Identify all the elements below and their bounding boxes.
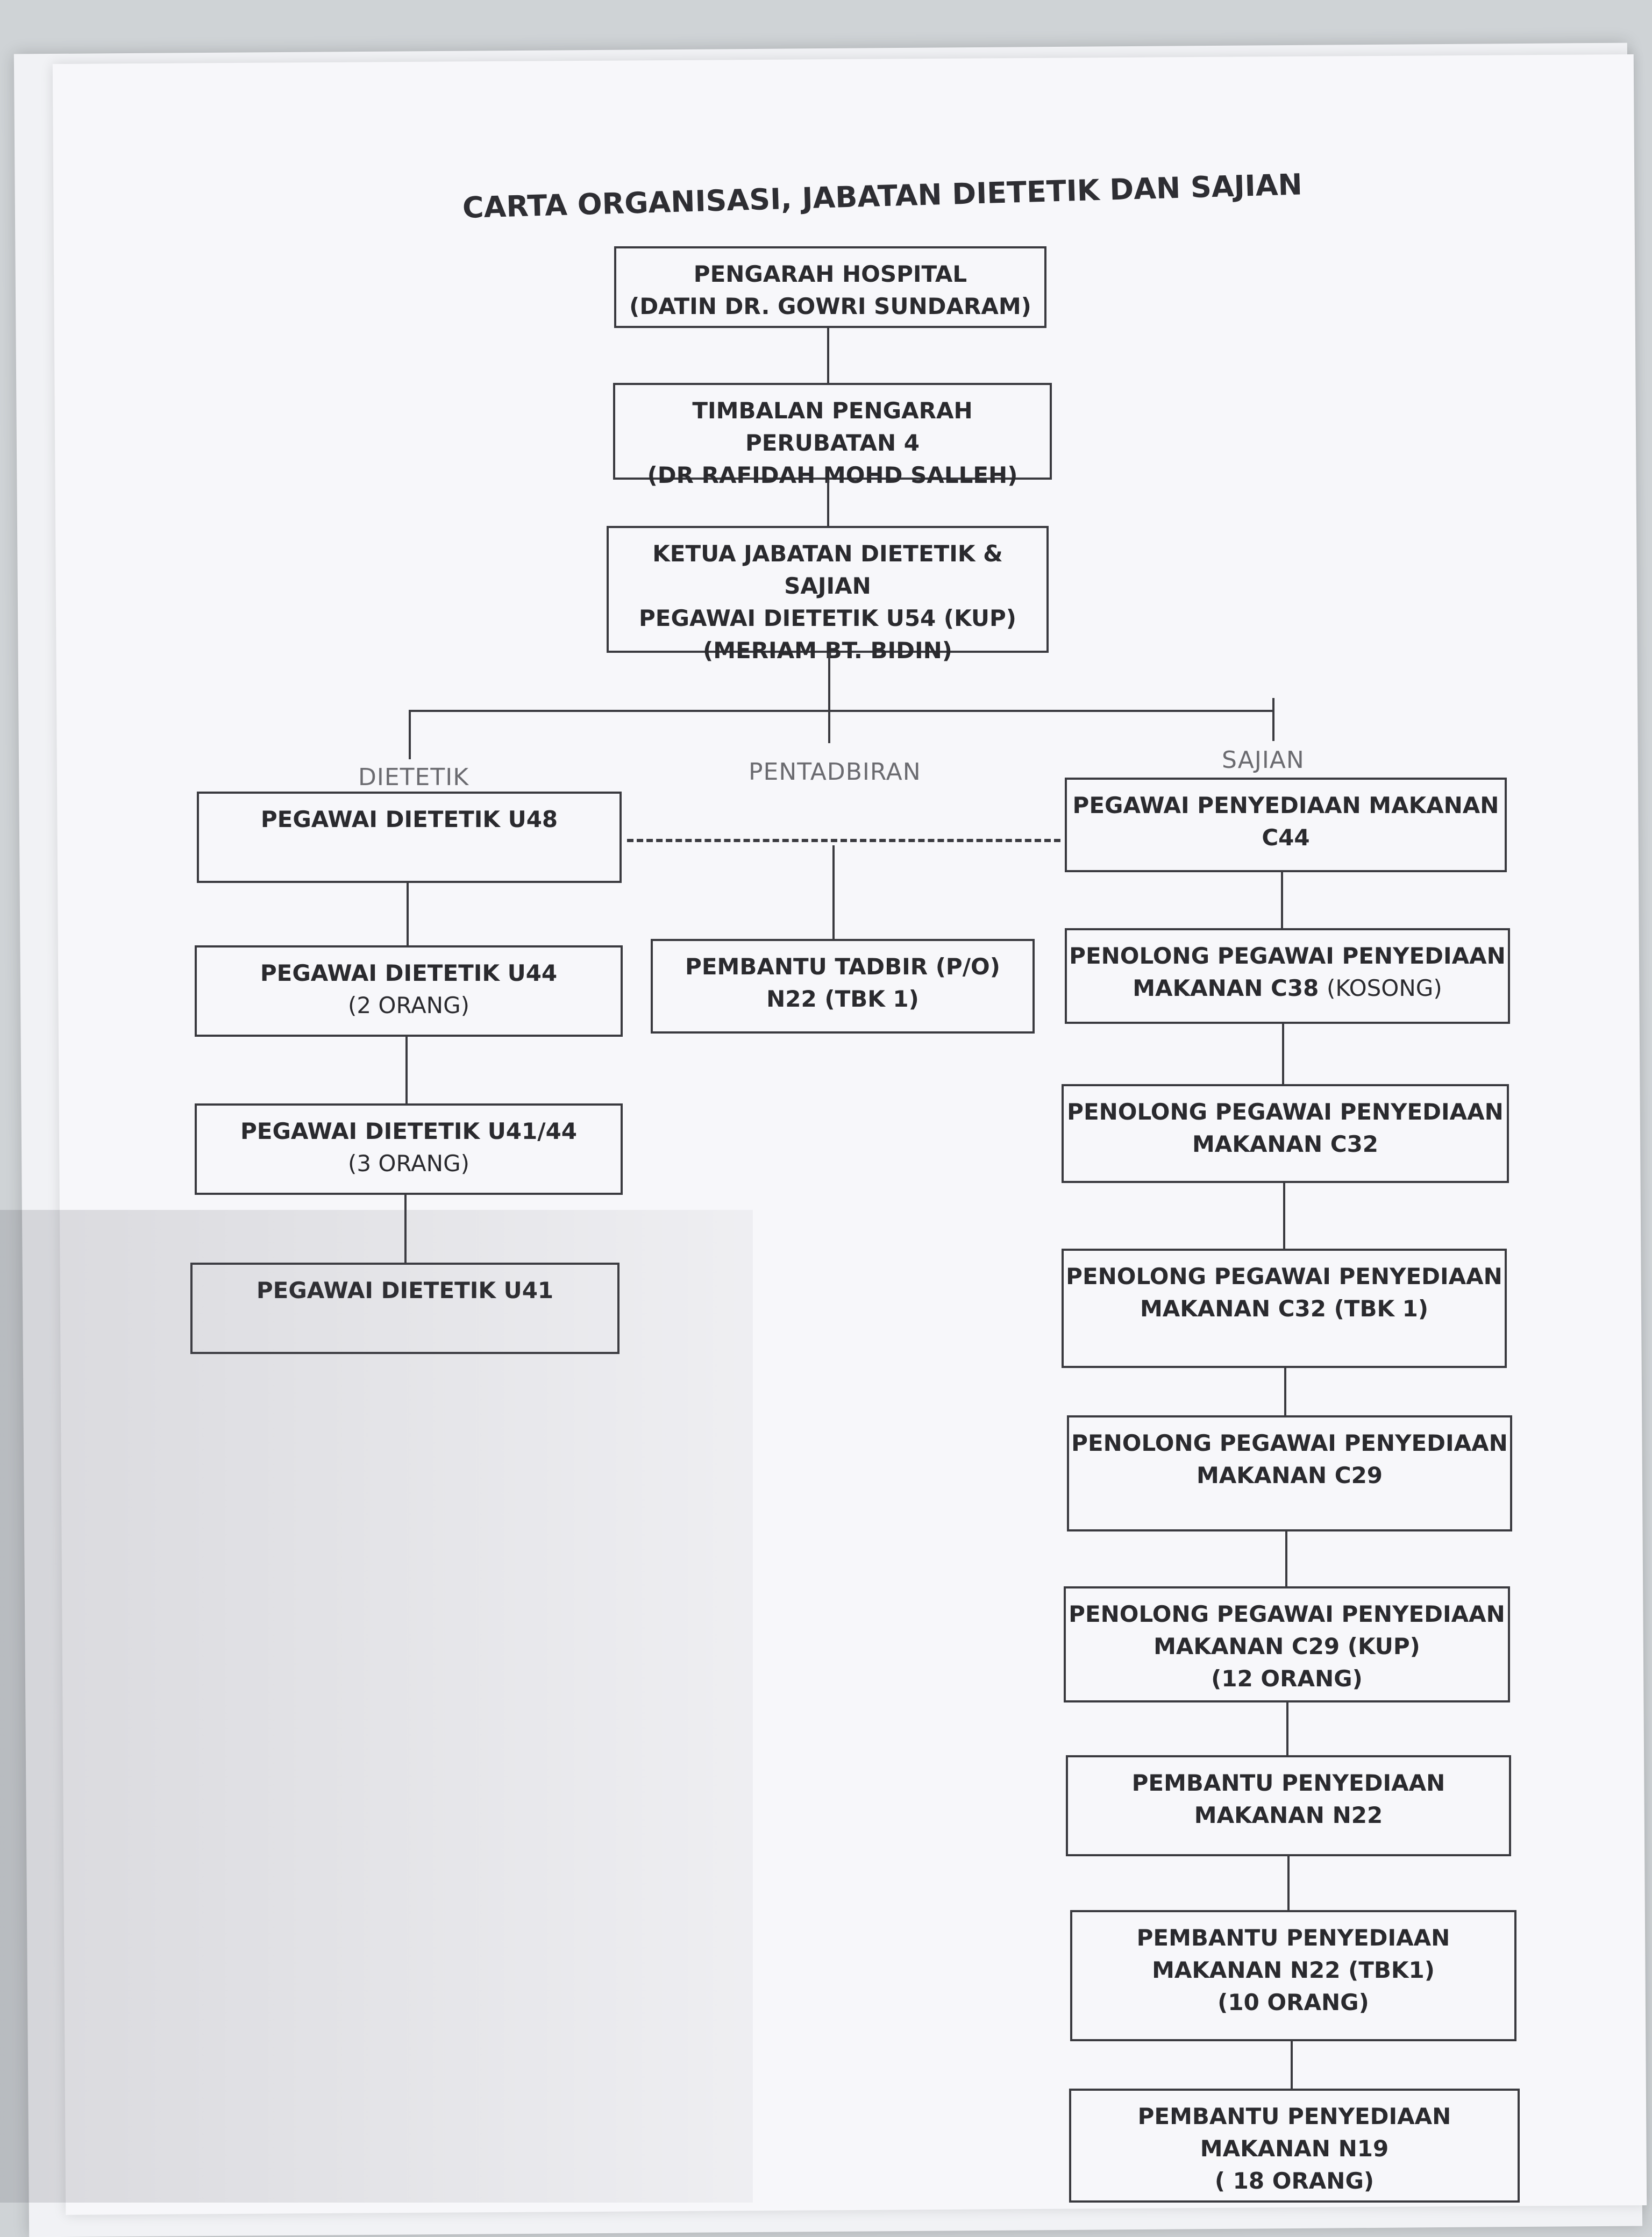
box-line: PENOLONG PEGAWAI PENYEDIAAN [1066, 1263, 1503, 1290]
box-line: PENGARAH HOSPITAL [693, 261, 967, 287]
box-line: PEGAWAI PENYEDIAAN MAKANAN [1072, 792, 1499, 818]
box-line: (12 ORANG) [1211, 1665, 1363, 1692]
box-sajian-c32: PENOLONG PEGAWAI PENYEDIAAN MAKANAN C32 [1062, 1084, 1509, 1183]
box-line: MAKANAN N22 (TBK1) [1152, 1957, 1435, 1983]
box-line: MAKANAN N19 [1200, 2135, 1389, 2162]
box-line: MAKANAN C29 (KUP) [1153, 1633, 1420, 1659]
branch-label-pentadbiran: PENTADBIRAN [749, 758, 921, 786]
box-line: PEGAWAI DIETETIK U54 (KUP) [639, 605, 1016, 631]
box-line: (10 ORANG) [1217, 1989, 1369, 2015]
box-line: PEMBANTU PENYEDIAAN [1137, 2103, 1451, 2129]
box-sajian-n22: PEMBANTU PENYEDIAAN MAKANAN N22 [1066, 1755, 1511, 1856]
box-line: ( 18 ORANG) [1214, 2168, 1375, 2194]
box-line: KETUA JABATAN DIETETIK & SAJIAN [652, 540, 1003, 599]
box-line-text: MAKANAN C38 [1133, 975, 1319, 1001]
box-line: (DR RAFIDAH MOHD SALLEH) [647, 462, 1018, 488]
box-line: PEMBANTU TADBIR (P/O) [685, 953, 1000, 980]
box-sajian-n22-tbk1: PEMBANTU PENYEDIAAN MAKANAN N22 (TBK1) (… [1070, 1910, 1516, 2041]
box-sajian-c29: PENOLONG PEGAWAI PENYEDIAAN MAKANAN C29 [1067, 1415, 1512, 1531]
box-dietetik-u48: PEGAWAI DIETETIK U48 [197, 792, 622, 883]
box-line: (2 ORANG) [347, 992, 470, 1018]
box-pengarah-hospital: PENGARAH HOSPITAL (DATIN DR. GOWRI SUNDA… [614, 246, 1046, 328]
box-line: PENOLONG PEGAWAI PENYEDIAAN [1067, 1099, 1504, 1125]
connector-line [1281, 872, 1283, 928]
connector-line [1291, 2041, 1293, 2089]
box-line: PEGAWAI DIETETIK U44 [260, 960, 558, 986]
box-line: PEMBANTU PENYEDIAAN [1131, 1770, 1446, 1796]
branch-connector [409, 710, 1274, 712]
connector-line [1272, 698, 1274, 741]
dashed-link [627, 839, 1060, 842]
connector-line [827, 328, 829, 402]
box-line: (3 ORANG) [347, 1150, 470, 1177]
box-line: PEGAWAI DIETETIK U41/44 [240, 1118, 578, 1144]
box-line: MAKANAN C32 [1192, 1131, 1379, 1157]
box-line: TIMBALAN PENGARAH PERUBATAN 4 [692, 397, 973, 456]
box-line: PENOLONG PEGAWAI PENYEDIAAN [1069, 943, 1506, 969]
connector-line [404, 1195, 407, 1263]
box-dietetik-u41-44: PEGAWAI DIETETIK U41/44 (3 ORANG) [195, 1103, 623, 1195]
connector-line [1287, 1856, 1290, 1910]
box-line: (MERIAM BT. BIDIN) [703, 637, 952, 664]
box-line: (DATIN DR. GOWRI SUNDARAM) [629, 293, 1031, 319]
box-sajian-c44: PEGAWAI PENYEDIAAN MAKANAN C44 [1065, 778, 1507, 872]
box-line: MAKANAN C29 [1196, 1462, 1383, 1488]
box-line: PENOLONG PEGAWAI PENYEDIAAN [1071, 1430, 1508, 1456]
box-dietetik-u41: PEGAWAI DIETETIK U41 [190, 1263, 620, 1354]
connector-line [828, 653, 830, 743]
box-timbalan-pengarah: TIMBALAN PENGARAH PERUBATAN 4 (DR RAFIDA… [613, 383, 1052, 488]
connector-line [407, 883, 409, 945]
box-line: C44 [1262, 824, 1310, 851]
connector-line [1286, 1702, 1288, 1755]
box-sajian-c29-kup: PENOLONG PEGAWAI PENYEDIAAN MAKANAN C29 … [1064, 1586, 1510, 1702]
connector-line [827, 480, 829, 533]
box-ketua-jabatan: KETUA JABATAN DIETETIK & SAJIAN PEGAWAI … [607, 526, 1049, 664]
connector-line [1283, 1183, 1285, 1249]
branch-label-sajian: SAJIAN [1222, 746, 1305, 774]
box-line: PEMBANTU PENYEDIAAN [1136, 1925, 1450, 1951]
box-dietetik-u44: PEGAWAI DIETETIK U44 (2 ORANG) [195, 945, 623, 1037]
box-sajian-c38: PENOLONG PEGAWAI PENYEDIAAN MAKANAN C38 … [1065, 928, 1510, 1024]
box-line: MAKANAN N22 [1194, 1802, 1383, 1828]
box-line: PENOLONG PEGAWAI PENYEDIAAN [1069, 1601, 1505, 1627]
box-line: PEGAWAI DIETETIK U41 [256, 1277, 554, 1303]
connector-line [409, 710, 411, 759]
box-line: PEGAWAI DIETETIK U48 [260, 806, 558, 832]
box-sajian-c32-tbk1: PENOLONG PEGAWAI PENYEDIAAN MAKANAN C32 … [1062, 1249, 1507, 1368]
box-sajian-n19: PEMBANTU PENYEDIAAN MAKANAN N19 ( 18 ORA… [1069, 2089, 1520, 2203]
connector-line [1282, 1024, 1284, 1084]
connector-line [1284, 1368, 1286, 1415]
branch-label-dietetik: DIETETIK [358, 764, 469, 791]
box-line: MAKANAN C32 (TBK 1) [1140, 1295, 1429, 1322]
box-pembantu-tadbir: PEMBANTU TADBIR (P/O) N22 (TBK 1) [651, 939, 1035, 1034]
connector-line [832, 845, 835, 940]
connector-line [405, 1037, 408, 1103]
connector-line [1285, 1531, 1287, 1586]
status-note: (KOSONG) [1326, 975, 1442, 1001]
box-line: MAKANAN C38 (KOSONG) [1133, 972, 1442, 1004]
box-line: N22 (TBK 1) [766, 986, 919, 1012]
